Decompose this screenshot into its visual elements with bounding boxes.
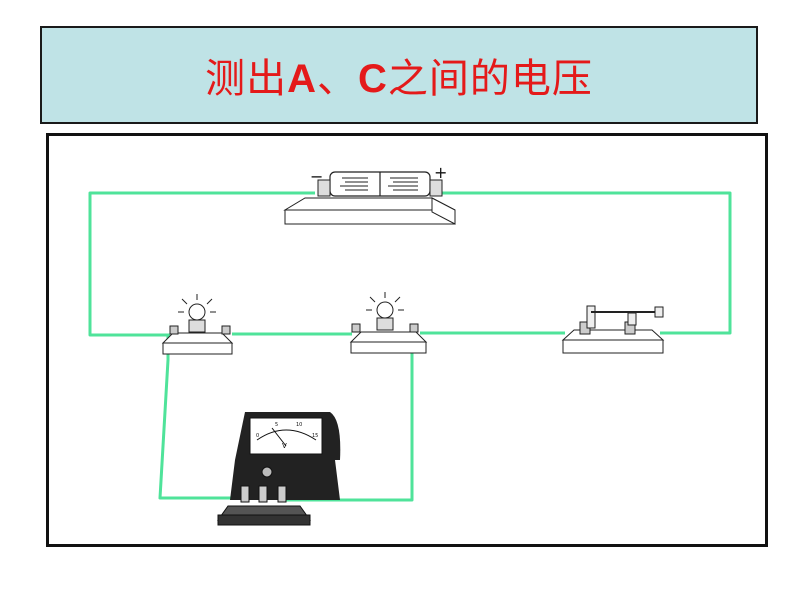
title-point-a: A: [287, 57, 317, 101]
title-separator: 、: [317, 56, 358, 102]
battery-negative-sign: −: [310, 167, 323, 186]
title-point-c: C: [358, 57, 388, 101]
voltmeter-unit-label: V: [282, 442, 287, 450]
title-banner: 测出A、C之间的电压: [40, 26, 758, 124]
voltmeter-scale-15: 15: [312, 433, 318, 439]
wire-battery-right: [440, 191, 732, 335]
battery-positive-sign: +: [434, 163, 447, 182]
bulb-icon: [161, 294, 234, 355]
voltmeter-scale-0: 0: [256, 433, 259, 439]
title-part1: 测出: [205, 56, 288, 102]
switch-icon: [561, 305, 665, 354]
voltmeter-icon: 0 5 10 15 V: [217, 412, 341, 526]
page-title: 测出A、C之间的电压: [205, 46, 593, 104]
bulb-icon: [349, 292, 428, 354]
voltmeter-scale-5: 5: [275, 422, 278, 428]
voltmeter-scale-10: 10: [296, 422, 302, 428]
wire-bulb1-voltmeter: [158, 335, 246, 500]
battery-icon: − +: [283, 163, 456, 225]
wire-battery-left: [88, 191, 315, 337]
title-part2: 之间的电压: [387, 56, 593, 102]
